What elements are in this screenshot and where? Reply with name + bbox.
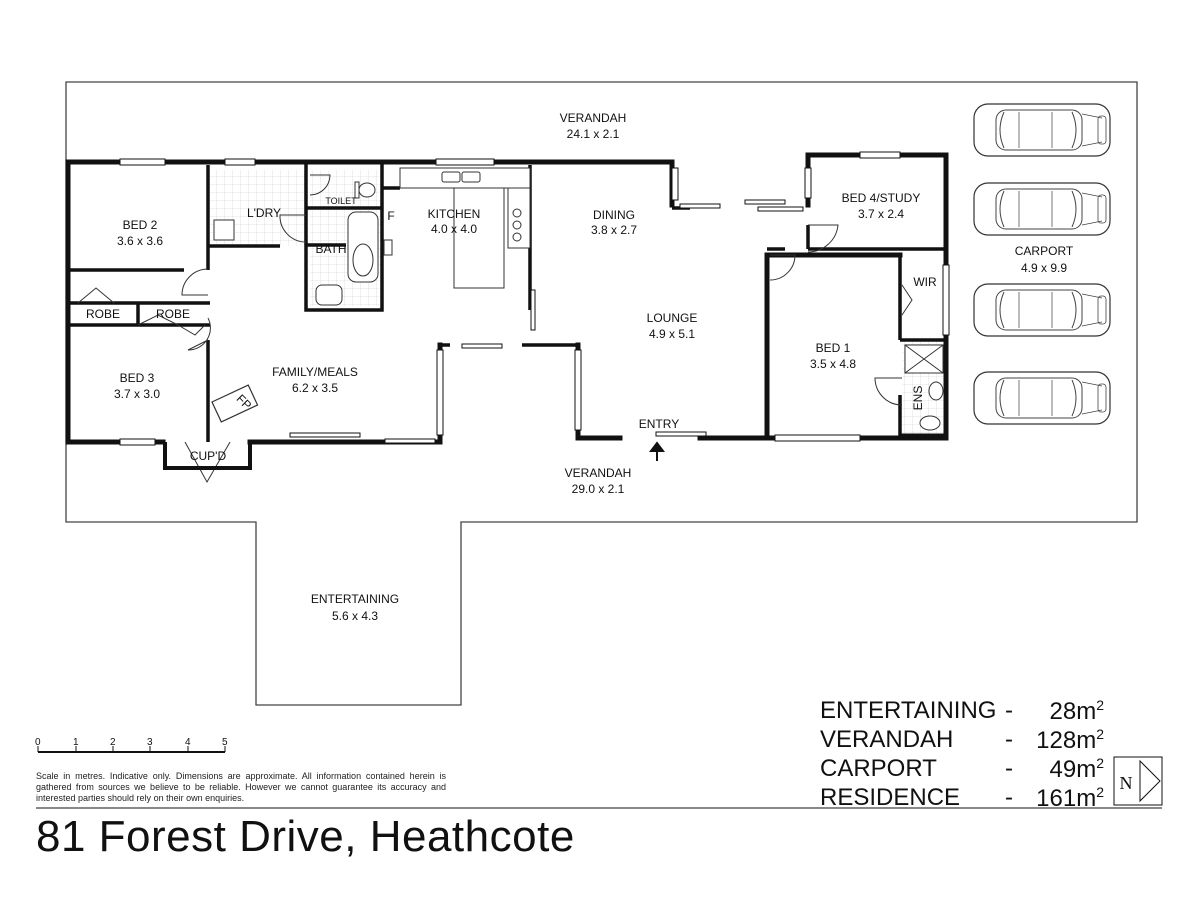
area-row: ENTERTAINING - 28m2 xyxy=(820,697,1120,725)
sliding-doors xyxy=(289,199,804,444)
interior-walls xyxy=(70,162,946,442)
area-row: VERANDAH - 128m2 xyxy=(820,726,1120,754)
carport-dims: 4.9 x 9.9 xyxy=(1021,261,1067,275)
compass-letter: N xyxy=(1120,773,1133,793)
kitchen-label: KITCHEN xyxy=(428,207,481,221)
bed2-dims: 3.6 x 3.6 xyxy=(117,234,163,248)
bath-label: BATH xyxy=(315,242,346,256)
area-dash: - xyxy=(1005,697,1013,724)
area-label: ENTERTAINING xyxy=(820,697,997,724)
laundry-label: L'DRY xyxy=(247,206,281,220)
dining-label: DINING xyxy=(593,208,635,222)
scale-tick-1: 1 xyxy=(73,737,79,748)
scale-bar xyxy=(37,746,226,753)
kitchen-benches xyxy=(399,167,531,289)
fireplace xyxy=(211,384,259,423)
kitchen-dims: 4.0 x 4.0 xyxy=(431,222,477,236)
area-value: 161m2 xyxy=(1036,784,1104,812)
bed3-label: BED 3 xyxy=(120,371,155,385)
area-label: CARPORT xyxy=(820,755,937,782)
area-label: RESIDENCE xyxy=(820,784,961,811)
entry-label: ENTRY xyxy=(639,417,679,431)
robe-2-label: ROBE xyxy=(156,307,190,321)
verandah-bottom-label: VERANDAH xyxy=(565,466,632,480)
bath-fixtures xyxy=(213,181,944,431)
area-dash: - xyxy=(1005,755,1013,782)
entertaining-dims: 5.6 x 4.3 xyxy=(332,609,378,623)
walls xyxy=(65,152,949,445)
bed1-label: BED 1 xyxy=(816,341,851,355)
area-dash: - xyxy=(1005,784,1013,811)
family-meals-dims: 6.2 x 3.5 xyxy=(292,381,338,395)
toilet-label: TOILET xyxy=(325,196,357,206)
area-value: 28m2 xyxy=(1049,697,1104,725)
cupboard xyxy=(163,442,252,470)
bed4-dims: 3.7 x 2.4 xyxy=(858,207,904,221)
area-value: 128m2 xyxy=(1036,726,1104,754)
door-swings xyxy=(77,174,913,484)
area-row: RESIDENCE - 161m2 xyxy=(820,784,1120,812)
bed1-dims: 3.5 x 4.8 xyxy=(810,357,856,371)
carport-label: CARPORT xyxy=(1015,244,1074,258)
scale-tick-4: 4 xyxy=(185,737,191,748)
area-dash: - xyxy=(1005,726,1013,753)
fridge-label: F xyxy=(387,209,394,223)
lounge-label: LOUNGE xyxy=(647,311,698,325)
area-value: 49m2 xyxy=(1049,755,1104,783)
dining-dims: 3.8 x 2.7 xyxy=(591,223,637,237)
scale-tick-5: 5 xyxy=(222,737,228,748)
bed4-label: BED 4/STUDY xyxy=(842,191,921,205)
room-labels: VERANDAH 24.1 x 2.1 BED 2 3.6 x 3.6 L'DR… xyxy=(86,111,1074,623)
wir-label: WIR xyxy=(913,275,937,289)
bed2-label: BED 2 xyxy=(123,218,158,232)
robe-1-label: ROBE xyxy=(86,307,120,321)
compass-icon: N xyxy=(1113,756,1163,806)
area-label: VERANDAH xyxy=(820,726,954,753)
area-row: CARPORT - 49m2 xyxy=(820,755,1120,783)
scale-tick-3: 3 xyxy=(147,737,153,748)
property-address: 81 Forest Drive, Heathcote xyxy=(36,812,575,861)
lounge-dims: 4.9 x 5.1 xyxy=(649,327,695,341)
cupboard-label: CUP'D xyxy=(190,449,227,463)
ensuite-label: ENS xyxy=(911,386,925,411)
windows xyxy=(119,151,950,446)
verandah-top-label: VERANDAH xyxy=(560,111,627,125)
verandah-outline xyxy=(65,81,1138,706)
entry-arrow xyxy=(649,441,665,461)
entertaining-label: ENTERTAINING xyxy=(311,592,399,606)
verandah-top-dims: 24.1 x 2.1 xyxy=(567,127,620,141)
scale-tick-2: 2 xyxy=(110,737,116,748)
scale-tick-0: 0 xyxy=(35,737,41,748)
bed3-dims: 3.7 x 3.0 xyxy=(114,387,160,401)
verandah-bottom-dims: 29.0 x 2.1 xyxy=(572,482,625,496)
disclaimer: Scale in metres. Indicative only. Dimens… xyxy=(36,771,446,803)
family-meals-label: FAMILY/MEALS xyxy=(272,365,358,379)
